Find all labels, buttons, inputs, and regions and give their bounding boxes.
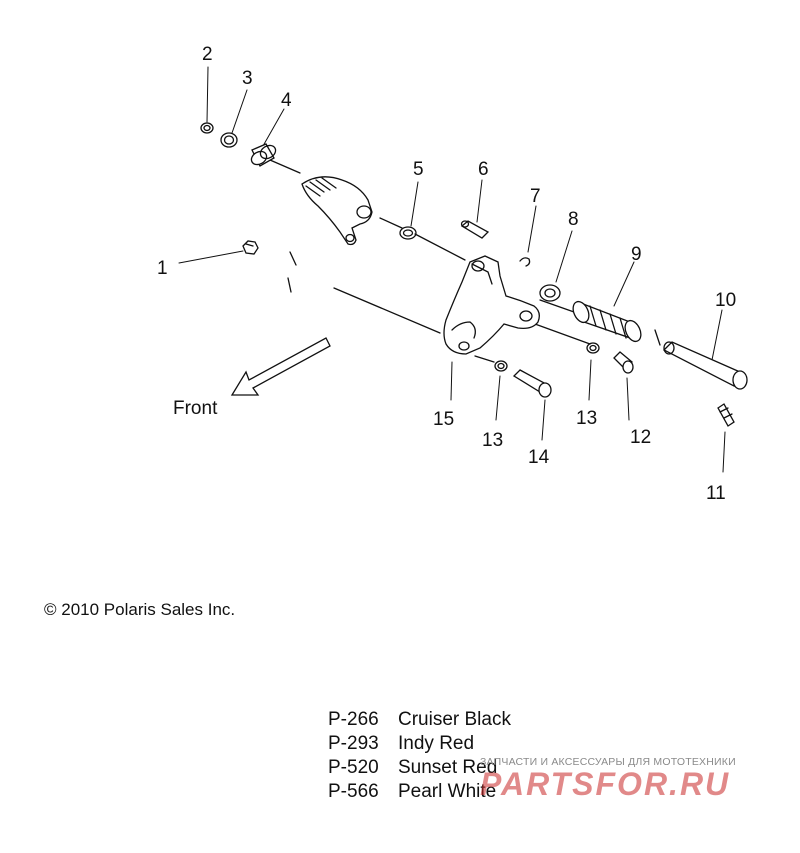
shift-lever-arm xyxy=(301,176,373,246)
callout-8: 8 xyxy=(568,209,579,230)
washer-part-13-left xyxy=(494,360,508,372)
legend-row: P-566 Pearl White xyxy=(328,780,511,804)
callout-1: 1 xyxy=(157,258,168,279)
footpeg-pin-part-10 xyxy=(662,341,748,390)
legend-code: P-566 xyxy=(328,781,379,802)
set-screw-part-11 xyxy=(717,403,735,427)
callout-numbers: 1 2 3 4 5 6 7 8 9 10 11 12 13 13 14 15 xyxy=(157,44,736,504)
washer-part-3 xyxy=(220,132,238,148)
clip-part-7 xyxy=(519,257,531,267)
callout-13-left: 13 xyxy=(482,430,503,451)
callout-5: 5 xyxy=(413,159,424,180)
legend-row: P-293 Indy Red xyxy=(328,732,511,756)
callout-14: 14 xyxy=(528,447,550,468)
callout-11: 11 xyxy=(706,483,726,504)
washer-part-5 xyxy=(399,226,417,240)
callout-15: 15 xyxy=(433,409,454,430)
legend-code: P-293 xyxy=(328,733,379,754)
front-direction-arrow xyxy=(230,337,331,396)
bolt-part-12 xyxy=(613,351,634,374)
watermark-brand: PARTSFOR.RU xyxy=(480,766,731,802)
legend-row: P-520 Sunset Red xyxy=(328,756,511,780)
color-code-legend: P-266 Cruiser Black P-293 Indy Red P-520 Su… xyxy=(328,708,511,804)
legend-code: P-266 xyxy=(328,709,379,730)
legend-color-name: Sunset Red xyxy=(398,757,498,778)
front-label: Front xyxy=(173,398,218,419)
callout-10: 10 xyxy=(715,290,736,311)
callout-4: 4 xyxy=(281,90,292,111)
legend-color-name: Pearl White xyxy=(398,781,497,802)
callout-2: 2 xyxy=(202,44,213,65)
callout-9: 9 xyxy=(631,244,642,265)
footpeg-bracket-part-15 xyxy=(443,255,540,355)
legend-color-name: Cruiser Black xyxy=(398,709,511,730)
washer-part-13-right xyxy=(586,342,600,354)
footpeg-rubber-part-9 xyxy=(572,300,642,343)
callout-6: 6 xyxy=(478,159,489,180)
leader-lines xyxy=(178,66,726,473)
legend-code: P-520 xyxy=(328,757,379,778)
callout-3: 3 xyxy=(242,68,253,89)
assembly-axis-lines xyxy=(269,159,661,379)
callout-7: 7 xyxy=(530,186,541,207)
watermark-tagline: ЗАПЧАСТИ И АКСЕССУАРЫ ДЛЯ МОТОТЕХНИКИ xyxy=(480,756,736,768)
callout-12: 12 xyxy=(630,427,651,448)
bolt-part-14 xyxy=(512,369,552,398)
nut-part-1 xyxy=(242,240,259,255)
snap-ring-part-2 xyxy=(200,122,214,134)
site-watermark: ЗАПЧАСТИ И АКСЕССУАРЫ ДЛЯ МОТОТЕХНИКИ PA… xyxy=(480,756,790,803)
bushing-part-4 xyxy=(250,143,277,167)
washer-part-8 xyxy=(539,284,561,302)
copyright-notice: © 2010 Polaris Sales Inc. xyxy=(44,600,236,619)
callout-13-right: 13 xyxy=(576,408,597,429)
legend-row: P-266 Cruiser Black xyxy=(328,708,511,732)
pin-part-6 xyxy=(460,220,490,239)
legend-color-name: Indy Red xyxy=(398,733,475,754)
